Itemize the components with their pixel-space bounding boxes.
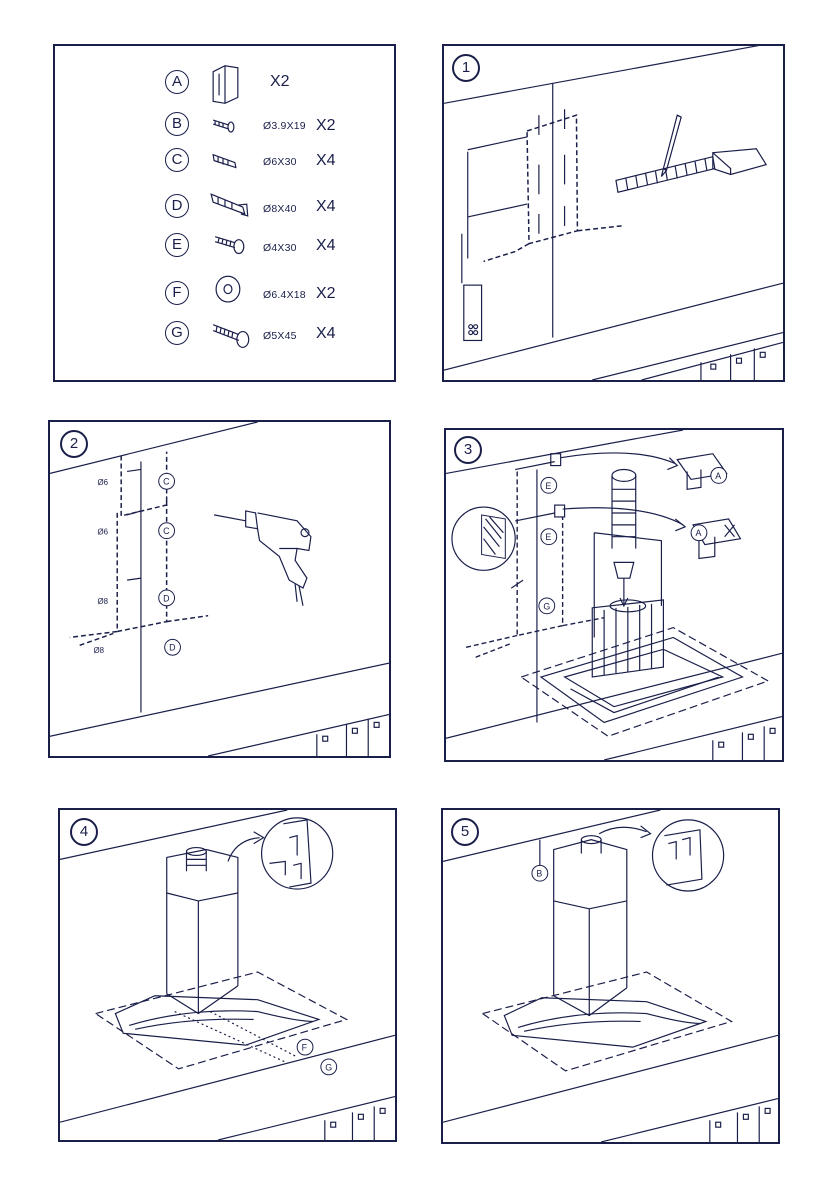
part-size-e: Ø4X30 bbox=[263, 242, 297, 254]
part-letter-d: D bbox=[165, 194, 189, 218]
part-letter-c: C bbox=[165, 148, 189, 172]
part-size-f: Ø6.4X18 bbox=[263, 289, 306, 301]
screw-g-icon bbox=[213, 325, 249, 348]
step-4-drawing: F G bbox=[60, 810, 395, 1140]
callout-label: E bbox=[545, 532, 551, 542]
tape-measure-icon bbox=[616, 149, 766, 192]
dim-label: Ø8 bbox=[94, 646, 105, 655]
part-qty-b: X2 bbox=[316, 117, 336, 135]
step-2-drawing: Ø6 Ø6 Ø8 Ø8 C C D D bbox=[50, 422, 389, 756]
dim-label: Ø6 bbox=[97, 478, 108, 487]
step-number-4: 4 bbox=[70, 818, 98, 846]
step-number-5: 5 bbox=[451, 818, 479, 846]
part-size-g: Ø5X45 bbox=[263, 330, 297, 342]
screw-b-icon bbox=[213, 120, 234, 132]
callout-label: B bbox=[536, 869, 542, 879]
step-number-3: 3 bbox=[454, 436, 482, 464]
part-size-c: Ø6X30 bbox=[263, 156, 297, 168]
callout-label: D bbox=[163, 593, 169, 603]
part-letter-a: A bbox=[165, 70, 189, 94]
step-5-drawing: B bbox=[443, 810, 778, 1142]
hood-glass-icon bbox=[541, 637, 743, 722]
bracket-detail-icon bbox=[262, 818, 333, 889]
bracket-detail-icon bbox=[652, 820, 723, 891]
drill-icon bbox=[214, 511, 311, 606]
chimney-icon bbox=[554, 836, 627, 1016]
screw-e-icon bbox=[215, 237, 244, 254]
part-qty-g: X4 bbox=[316, 325, 336, 343]
part-qty-e: X4 bbox=[316, 237, 336, 255]
plug-c-icon bbox=[213, 155, 236, 168]
part-letter-f: F bbox=[165, 281, 189, 305]
part-letter-e: E bbox=[165, 233, 189, 257]
hood-glass-icon bbox=[115, 996, 319, 1045]
callout-label: D bbox=[169, 643, 175, 653]
bracket-detail-icon bbox=[677, 454, 740, 559]
step-4-panel: F G 4 bbox=[58, 808, 397, 1142]
parts-illustrations bbox=[55, 46, 394, 380]
callout-label: A bbox=[715, 471, 721, 481]
callout-label: G bbox=[543, 601, 550, 611]
callout-label: A bbox=[696, 528, 702, 538]
part-letter-g: G bbox=[165, 321, 189, 345]
step-5-panel: B 5 bbox=[441, 808, 780, 1144]
step-number-1: 1 bbox=[452, 54, 480, 82]
callout-label: E bbox=[545, 481, 551, 491]
step-3-drawing: E E G A A bbox=[446, 430, 782, 760]
dim-label: Ø8 bbox=[97, 597, 108, 606]
plug-d-icon bbox=[211, 194, 248, 216]
part-qty-a: X2 bbox=[270, 73, 290, 91]
hood-glass-icon bbox=[504, 998, 706, 1047]
callout-label: C bbox=[163, 526, 170, 536]
step-1-drawing bbox=[444, 46, 783, 380]
callout-label: G bbox=[325, 1062, 332, 1072]
parts-list-panel: A X2 B Ø3.9X19 X2 C Ø6X30 X4 D Ø8X40 X4 … bbox=[53, 44, 396, 382]
chimney-icon bbox=[167, 848, 238, 1014]
part-size-b: Ø3.9X19 bbox=[263, 120, 306, 132]
part-qty-d: X4 bbox=[316, 198, 336, 216]
step-1-panel: 1 bbox=[442, 44, 785, 382]
part-qty-f: X2 bbox=[316, 285, 336, 303]
part-letter-b: B bbox=[165, 112, 189, 136]
step-number-2: 2 bbox=[60, 430, 88, 458]
step-2-panel: Ø6 Ø6 Ø8 Ø8 C C D D 2 bbox=[48, 420, 391, 758]
dim-label: Ø6 bbox=[97, 528, 108, 537]
callout-label: F bbox=[302, 1043, 308, 1053]
part-size-d: Ø8X40 bbox=[263, 203, 297, 215]
motor-housing-icon bbox=[592, 600, 663, 677]
washer-f-icon bbox=[216, 276, 240, 302]
part-qty-c: X4 bbox=[316, 152, 336, 170]
step-3-panel: E E G A A 3 bbox=[444, 428, 784, 762]
bracket-a-icon bbox=[213, 66, 238, 104]
callout-label: C bbox=[163, 477, 170, 487]
